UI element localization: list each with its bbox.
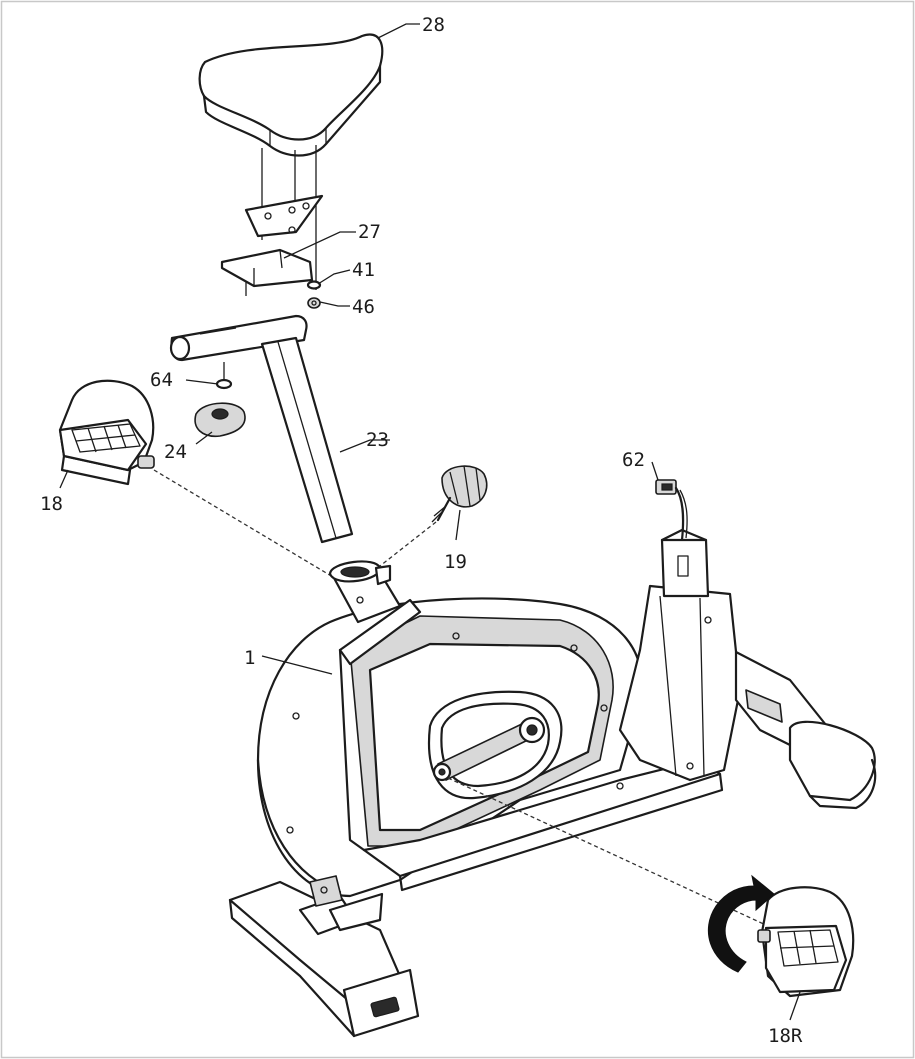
knob-part-19 xyxy=(431,465,488,523)
washer-part-41 xyxy=(306,280,322,290)
label-64: 64 xyxy=(150,369,173,391)
sensor-wire-part-62 xyxy=(655,479,688,542)
right-pedal-part-18r xyxy=(757,886,855,998)
rear-stabilizer xyxy=(734,650,877,810)
nut-part-46 xyxy=(307,297,321,309)
front-stabilizer xyxy=(228,875,420,1038)
label-18r: 18R xyxy=(768,1025,803,1047)
label-46: 46 xyxy=(352,296,375,318)
left-pedal-guide-line xyxy=(153,469,339,581)
label-41: 41 xyxy=(352,259,375,281)
right-pedal-guide-line xyxy=(447,777,769,927)
label-18: 18 xyxy=(40,493,63,515)
label-19: 19 xyxy=(444,551,467,573)
leader-lines xyxy=(59,23,801,1021)
curved-arrow-icon xyxy=(707,874,775,973)
label-62: 62 xyxy=(622,449,645,471)
label-23: 23 xyxy=(366,429,389,451)
label-24: 24 xyxy=(164,441,187,463)
seat-post-part-23 xyxy=(169,314,354,544)
washer-part-64 xyxy=(215,362,233,390)
left-pedal-part-18 xyxy=(58,379,155,486)
main-frame-part-1 xyxy=(256,528,742,898)
knob-guide-line xyxy=(379,521,437,567)
knob-part-24 xyxy=(194,402,246,438)
label-1: 1 xyxy=(244,647,255,669)
label-28: 28 xyxy=(422,14,445,36)
seat-part-28 xyxy=(198,33,384,157)
label-27: 27 xyxy=(358,221,381,243)
seat-bracket-part-27 xyxy=(220,194,324,296)
